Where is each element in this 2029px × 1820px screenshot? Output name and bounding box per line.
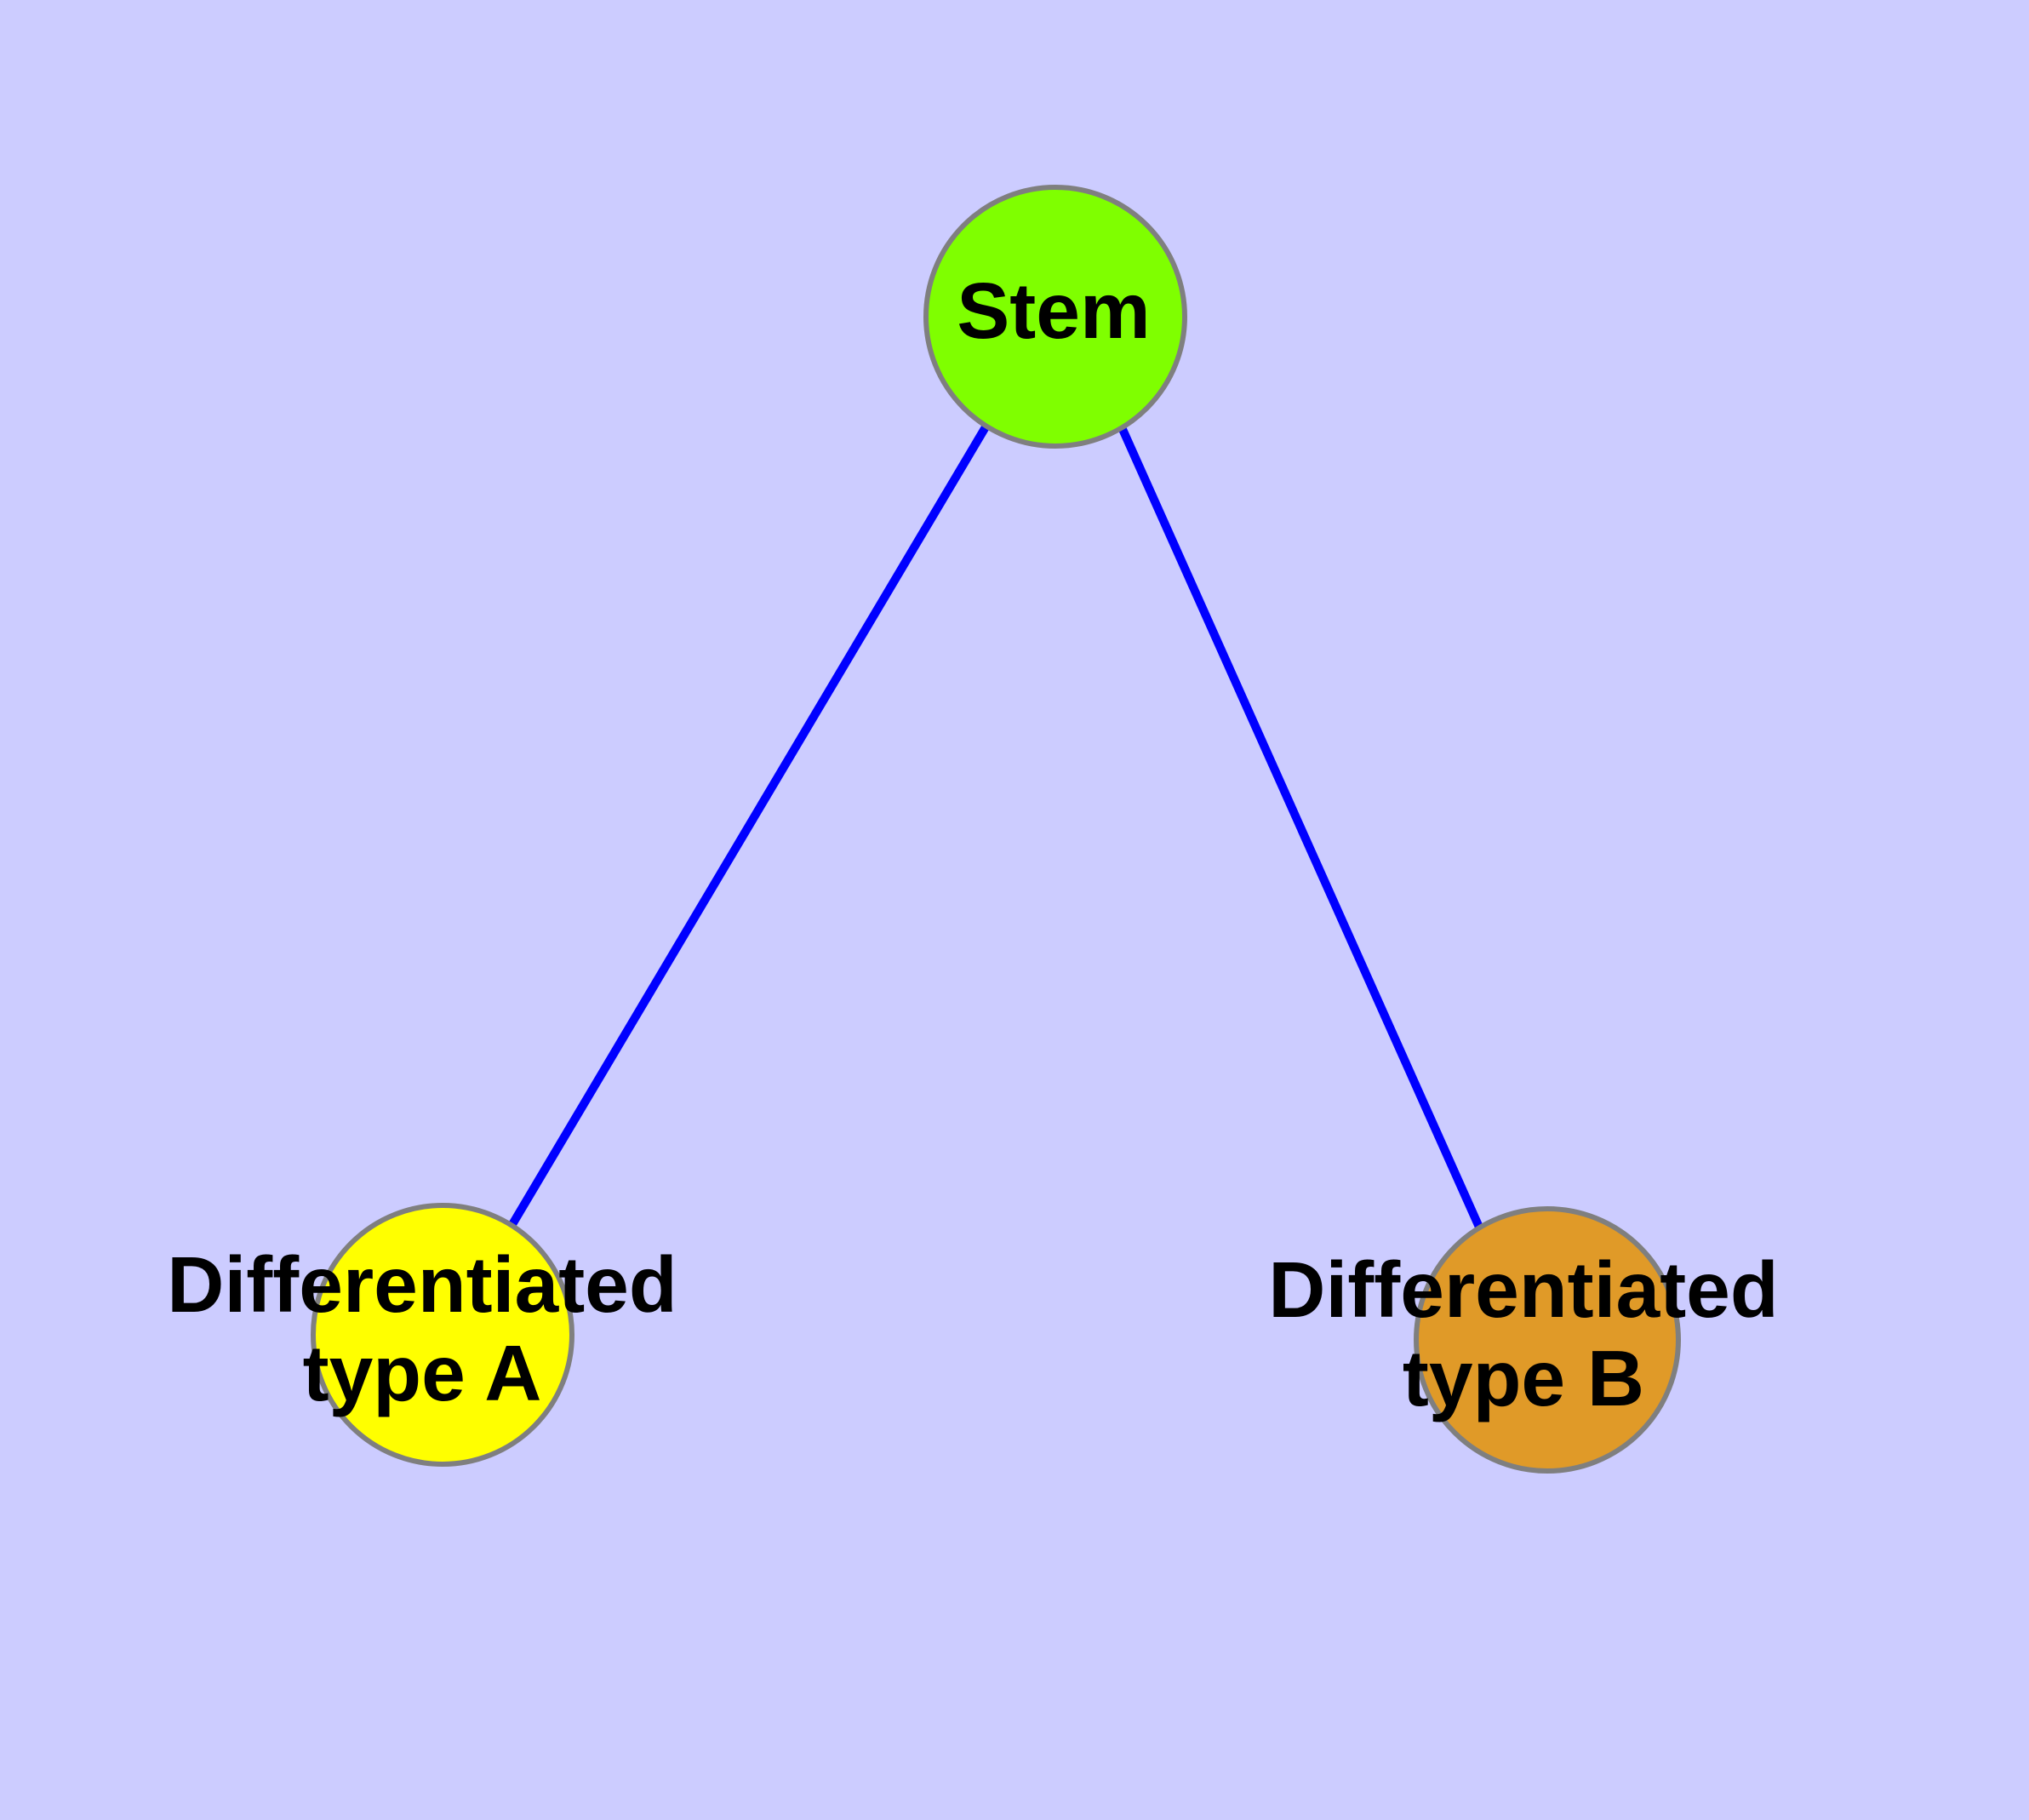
node-label-line: type A [303, 1329, 542, 1417]
node-circle-diff-a[interactable] [311, 1203, 574, 1467]
graph-edge-stem-to-diff-a[interactable] [507, 423, 991, 1228]
graph-node-stem[interactable]: Stem [923, 185, 1187, 449]
edges-group [507, 423, 1485, 1233]
graph-edge-stem-to-diff-b[interactable] [1117, 425, 1485, 1233]
node-circle-stem[interactable] [923, 185, 1187, 449]
node-label-line: Differentiated [1268, 1245, 1778, 1333]
node-label-stem: Stem [957, 266, 1150, 355]
node-label-line: Differentiated [167, 1239, 677, 1328]
node-label-line: type B [1403, 1334, 1644, 1422]
node-circle-diff-b[interactable] [1414, 1206, 1681, 1474]
node-label-line: Stem [957, 266, 1150, 355]
